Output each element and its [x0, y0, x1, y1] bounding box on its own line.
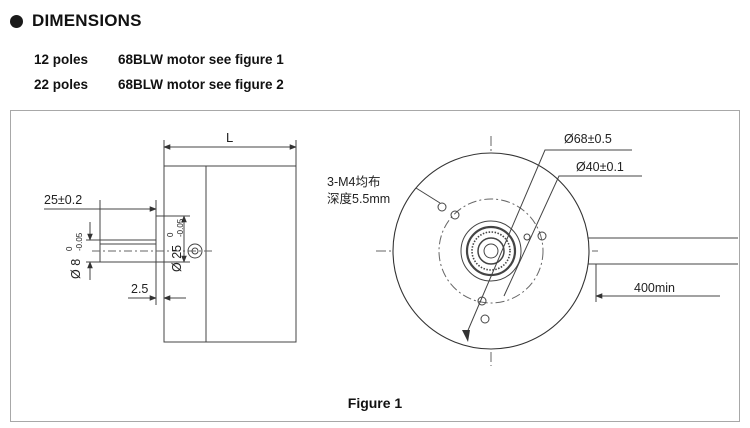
spec-row-22-poles: 22 poles 68BLW motor see figure 2 — [34, 77, 284, 92]
front-view — [376, 136, 738, 366]
drawing-panel — [10, 110, 740, 422]
hub-ring-outer — [460, 220, 522, 282]
section-header: DIMENSIONS — [10, 8, 142, 34]
spec-row-12-poles: 12 poles 68BLW motor see figure 1 — [34, 52, 284, 67]
dim-shaft-diameter: Ø 8 0 -0.05 — [65, 232, 84, 279]
spec-description: 68BLW motor see figure 2 — [118, 77, 284, 92]
motor-outer-circle — [392, 152, 590, 350]
leader-bolt-dia — [503, 175, 642, 297]
shaft-circle — [483, 243, 499, 259]
boss-ring — [187, 243, 203, 259]
shaft-dia-upper-tol: 0 — [65, 246, 74, 251]
motor-boss — [155, 215, 165, 263]
mount-hole-2-a — [537, 231, 547, 241]
leader-outer-dia — [465, 149, 632, 336]
side-view — [44, 140, 297, 343]
spec-poles: 22 poles — [34, 77, 89, 92]
mount-hole-1-b — [450, 210, 460, 220]
boss-dia-upper-tol: 0 — [166, 232, 175, 237]
boss-dia-main: Ø 25 — [170, 245, 184, 272]
hub-knurl — [471, 231, 511, 271]
mount-hole-2-b — [523, 233, 531, 241]
leader-outer-arrow — [462, 330, 470, 342]
holes-spec-line1: 3-M4均布 — [327, 175, 380, 189]
spec-description: 68BLW motor see figure 1 — [118, 52, 284, 67]
dim-bolt-circle-diameter: Ø40±0.1 — [576, 160, 624, 174]
mount-hole-3-b — [480, 314, 490, 324]
bolt-circle — [438, 198, 544, 304]
hub-ring-thick — [465, 225, 517, 277]
shaft-dia-main: Ø 8 — [69, 259, 83, 279]
hub-ring-inner — [477, 237, 505, 265]
dim-flat-depth: 2.5 — [131, 282, 148, 296]
dim-shaft-length: 25±0.2 — [44, 193, 82, 207]
shaft-dia-lower-tol: -0.05 — [75, 232, 84, 251]
mount-hole-1-a — [437, 202, 447, 212]
holes-spec-line2: 深度5.5mm — [327, 191, 390, 206]
boss-dia-lower-tol: -0.05 — [176, 218, 185, 237]
dim-outer-diameter: Ø68±0.5 — [564, 132, 612, 146]
section-title: DIMENSIONS — [32, 11, 142, 30]
figure-caption: Figure 1 — [347, 395, 403, 411]
leader-holes — [415, 187, 441, 204]
spec-poles: 12 poles — [34, 52, 89, 67]
boss-ring-inner — [191, 247, 199, 255]
dim-length-label: L — [226, 130, 233, 145]
dim-cable-length: 400min — [634, 281, 675, 295]
dim-boss-diameter: Ø 25 0 -0.05 — [166, 218, 185, 272]
bullet-icon — [10, 14, 23, 28]
